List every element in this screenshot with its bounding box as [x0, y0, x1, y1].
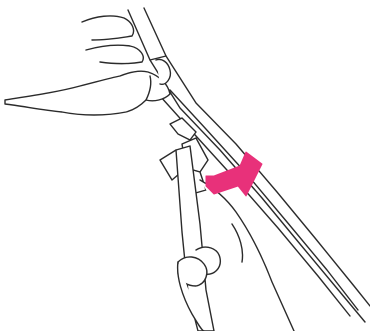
- upper-hand: [5, 16, 170, 115]
